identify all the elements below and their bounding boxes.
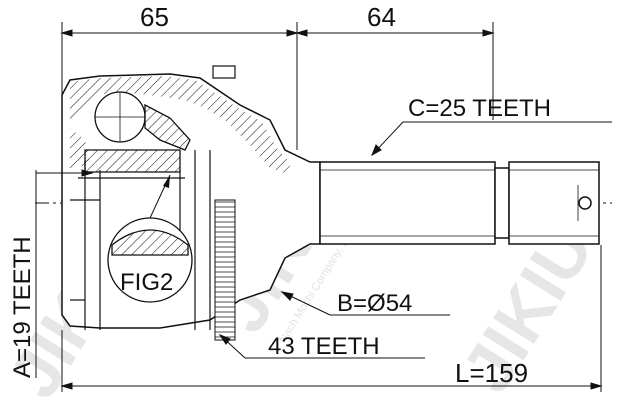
callout-outer-spline [371,121,612,157]
label-abs-diameter: B=Ø54 [337,290,412,317]
label-outer-spline: C=25 TEETH [408,95,551,122]
abs-ring [214,199,236,341]
dimension-total-length: L=159 [455,358,528,388]
dimension-left-width: 65 [140,2,169,32]
bore-lines [70,150,211,330]
bottom-dimension [60,245,603,392]
callout-abs-ring [218,333,425,359]
housing-tab [212,65,236,79]
dimension-right-width: 64 [367,2,396,32]
callout-abs-diameter [280,291,450,316]
fig2-detail [107,174,193,303]
label-inner-spline: A=19 TEETH [9,236,36,378]
callout-inner-spline [35,169,94,378]
shaft-hole [578,196,592,210]
output-shaft [319,161,600,245]
figure-label: FIG2 [120,269,173,296]
label-abs-ring: 43 TEETH [268,333,380,360]
top-dimensions [60,22,495,150]
